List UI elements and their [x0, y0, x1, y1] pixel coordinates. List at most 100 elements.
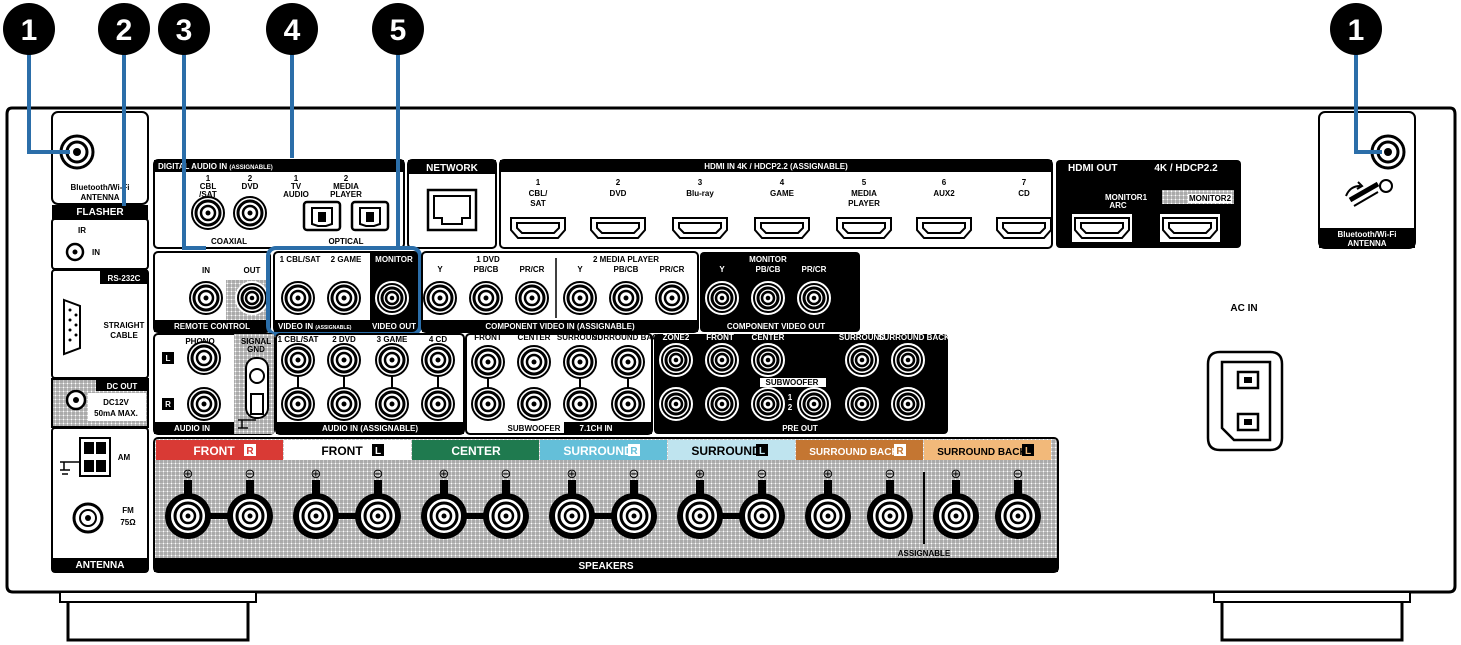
audio-in-1-r-jack[interactable] — [280, 386, 316, 422]
speaker-plus-terminal[interactable] — [675, 491, 725, 541]
ch71-in-title: 7.1CH IN — [580, 424, 613, 433]
component-out-monitor-label: MONITOR — [749, 255, 787, 264]
pre-front-r-jack[interactable] — [704, 386, 740, 422]
ch71-front-l-jack[interactable] — [470, 344, 506, 380]
audio-in-3-r-jack[interactable] — [374, 386, 410, 422]
coaxial-jack-1[interactable] — [190, 195, 226, 231]
speaker-minus-terminal[interactable] — [481, 491, 531, 541]
audio-in-4-l-jack[interactable] — [420, 342, 456, 378]
comp2-pr-jack[interactable] — [654, 280, 690, 316]
pre-surround-l-jack[interactable] — [844, 342, 880, 378]
ac-inlet[interactable] — [1206, 350, 1284, 452]
hdmi-in-port-7[interactable] — [996, 217, 1052, 239]
speaker-plus-terminal[interactable] — [931, 491, 981, 541]
audio-in-3-l-jack[interactable] — [374, 342, 410, 378]
terminal-stem — [1014, 480, 1022, 494]
pre-subwoofer-2-jack[interactable] — [796, 386, 832, 422]
hdmi-in-port-5[interactable] — [836, 217, 892, 239]
remote-in-jack[interactable] — [188, 280, 224, 316]
speaker-minus-terminal[interactable] — [225, 491, 275, 541]
speaker-side-label: L — [759, 446, 765, 457]
speaker-plus-terminal[interactable] — [803, 491, 853, 541]
audio-in-2-l-jack[interactable] — [326, 342, 362, 378]
speaker-minus-terminal[interactable] — [353, 491, 403, 541]
ethernet-port[interactable] — [426, 188, 478, 232]
optical-jack-1[interactable] — [302, 200, 342, 232]
audio-in-4-r-jack[interactable] — [420, 386, 456, 422]
optical-jack-2[interactable] — [350, 200, 390, 232]
hdmi-in-port-6[interactable] — [916, 217, 972, 239]
sub-1-label: 1 — [788, 393, 793, 402]
callout-number: 3 — [176, 14, 193, 47]
speaker-minus-terminal[interactable] — [737, 491, 787, 541]
ch71-front-label: FRONT — [474, 333, 502, 342]
signal-gnd-terminal[interactable] — [238, 357, 269, 429]
ch71-surround-l-jack[interactable] — [562, 344, 598, 380]
ch71-surround-r-jack[interactable] — [562, 386, 598, 422]
comp1-pr-jack[interactable] — [514, 280, 550, 316]
ir-label: IR — [78, 226, 86, 235]
speaker-plus-terminal[interactable] — [163, 491, 213, 541]
coaxial-jack-2[interactable] — [232, 195, 268, 231]
comp-out-y-jack[interactable] — [704, 280, 740, 316]
hdmi-out-monitor1-port[interactable] — [1072, 214, 1132, 242]
hdmi-input-number: 5 — [862, 178, 867, 187]
phono-r-jack[interactable] — [186, 386, 222, 422]
audio-in-1-l-jack[interactable] — [280, 342, 316, 378]
comp1-pb-jack[interactable] — [468, 280, 504, 316]
hdmi-out-monitor2-port[interactable] — [1160, 214, 1220, 242]
bt-antenna-right: Bluetooth/Wi-Fi ANTENNA — [1318, 111, 1416, 249]
speaker-minus-terminal[interactable] — [609, 491, 659, 541]
comp-out-pr-jack[interactable] — [796, 280, 832, 316]
hdmi-in-port-4[interactable] — [754, 217, 810, 239]
ch71-subwoofer-jack[interactable] — [516, 386, 552, 422]
speaker-side-label: R — [246, 446, 254, 457]
optical2-name-2: PLAYER — [330, 190, 362, 199]
audio-in-2-r-jack[interactable] — [326, 386, 362, 422]
comp1-y-jack[interactable] — [422, 280, 458, 316]
pre-surround-back-l-jack[interactable] — [890, 342, 926, 378]
plus-icon: ⊕ — [695, 467, 706, 482]
speaker-group-label: CENTER — [451, 444, 501, 458]
comp-out-pb-label: PB/CB — [756, 265, 781, 274]
pre-out-panel: ZONE2 FRONT CENTER SURROUND SURROUND BAC… — [654, 333, 950, 434]
comp2-y-jack[interactable] — [562, 280, 598, 316]
pre-front-l-jack[interactable] — [704, 342, 740, 378]
video-in-1-jack[interactable] — [280, 280, 316, 316]
hdmi-in-port-2[interactable] — [590, 217, 646, 239]
speaker-plus-terminal[interactable] — [419, 491, 469, 541]
comp-out-pb-jack[interactable] — [750, 280, 786, 316]
video-out-monitor-jack[interactable] — [374, 280, 410, 316]
ch71-front-r-jack[interactable] — [470, 386, 506, 422]
terminal-stem — [568, 480, 576, 494]
speaker-plus-terminal[interactable] — [291, 491, 341, 541]
speaker-minus-terminal[interactable] — [993, 491, 1043, 541]
pre-out-title: PRE OUT — [782, 424, 818, 433]
speaker-plus-terminal[interactable] — [547, 491, 597, 541]
pre-center-jack[interactable] — [750, 342, 786, 378]
hdmi-in-port-3[interactable] — [672, 217, 728, 239]
arc-label: ARC — [1109, 201, 1127, 210]
coaxial-label: COAXIAL — [211, 237, 247, 246]
monitor2-tag: MONITOR2 — [1189, 194, 1232, 203]
speaker-minus-terminal[interactable] — [865, 491, 915, 541]
audio-in-label-2: 2 DVD — [332, 335, 356, 344]
remote-out-jack[interactable] — [234, 280, 270, 316]
hdmi-in-port-1[interactable] — [510, 217, 566, 239]
video-in-2-jack[interactable] — [326, 280, 362, 316]
zone2-l-jack[interactable] — [658, 342, 694, 378]
zone2-r-jack[interactable] — [658, 386, 694, 422]
comp2-pb-jack[interactable] — [608, 280, 644, 316]
pre-subwoofer-1-jack[interactable] — [750, 386, 786, 422]
pre-surround-back-r-jack[interactable] — [890, 386, 926, 422]
ch71-center-jack[interactable] — [516, 344, 552, 380]
pre-surround-r-jack[interactable] — [844, 386, 880, 422]
phono-l-jack[interactable] — [186, 340, 222, 376]
terminal-bridge — [188, 513, 250, 519]
ch71-surround-back-l-jack[interactable] — [610, 344, 646, 380]
terminal-stem — [952, 480, 960, 494]
ch71-surround-back-r-jack[interactable] — [610, 386, 646, 422]
